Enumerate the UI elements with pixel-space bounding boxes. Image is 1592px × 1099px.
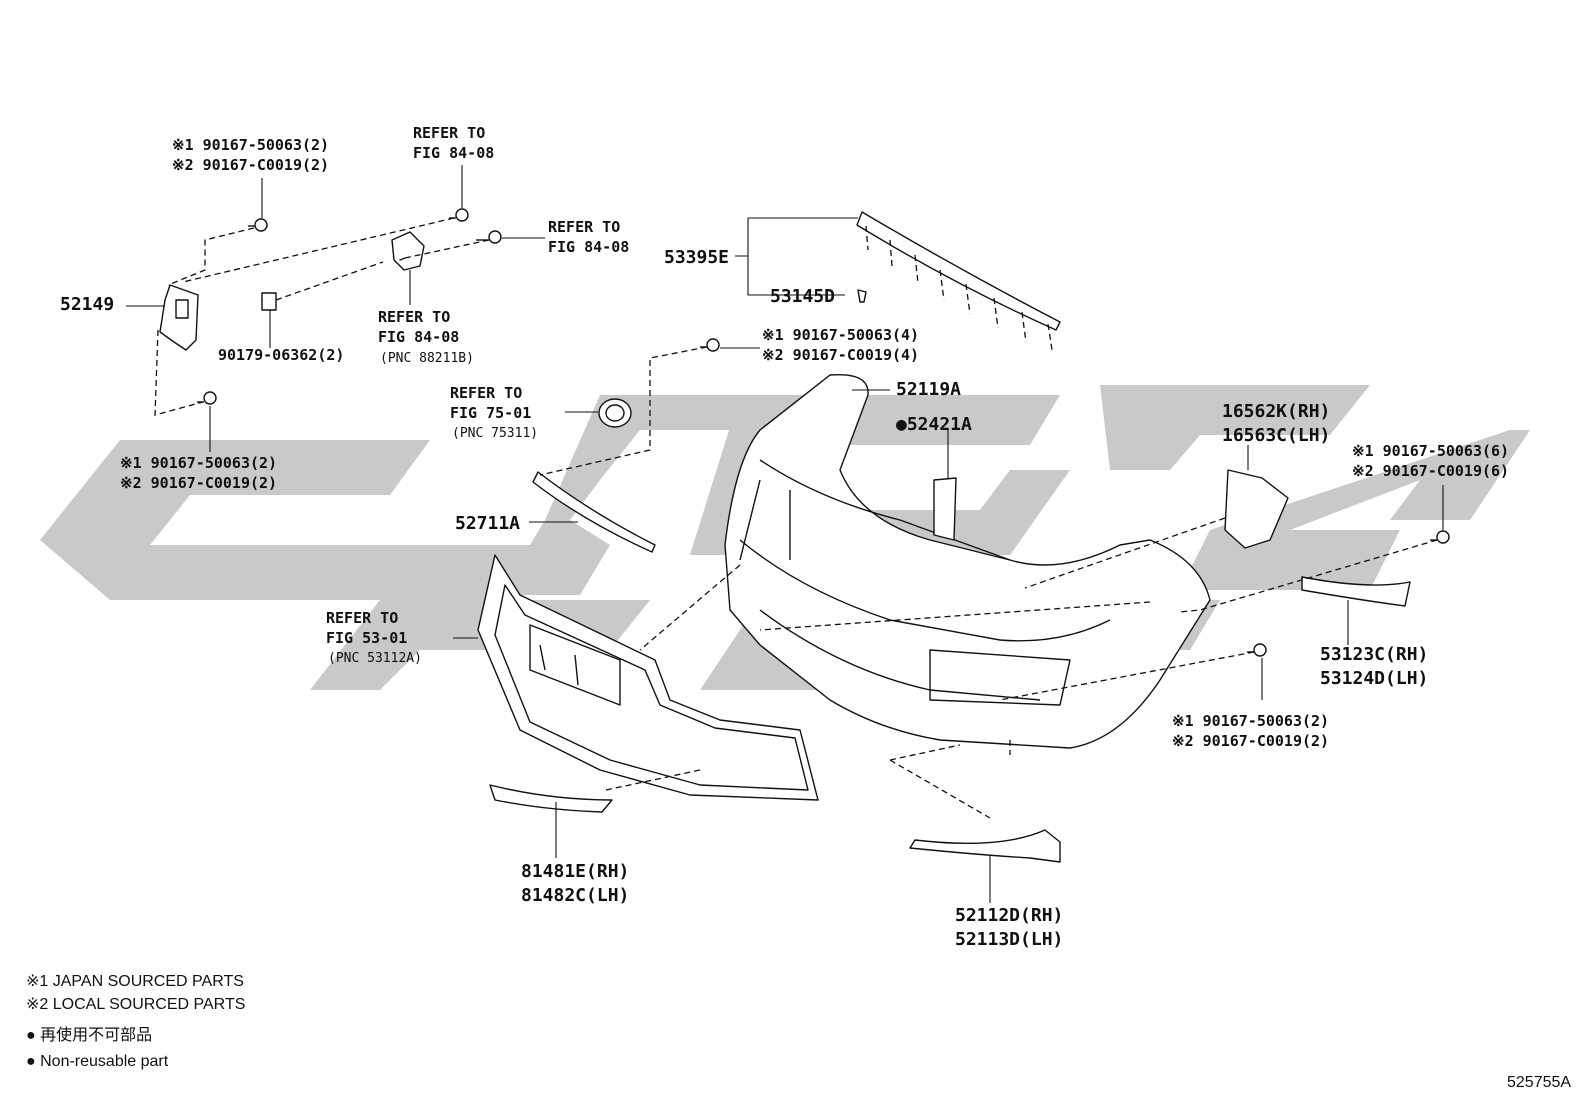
label-90179: 90179-06362(2) (218, 346, 344, 364)
label-bolt-right-2: ※2 90167-C0019(6) (1352, 462, 1509, 480)
label-53124D: 53124D(LH) (1320, 668, 1428, 689)
legend-japan: ※1 JAPAN SOURCED PARTS (26, 973, 244, 990)
legend-nonreuse-en: ● Non-reusable part (26, 1053, 169, 1070)
label-bolt-mid-2: ※2 90167-C0019(4) (762, 346, 919, 364)
label-refer-right-1: REFER TO (548, 218, 620, 236)
bolt-icon (1430, 530, 1450, 544)
label-16562K: 16562K(RH) (1222, 401, 1330, 422)
label-bolt-lower-1: ※1 90167-50063(2) (1172, 712, 1329, 730)
assembly-lines (154, 217, 1438, 819)
lower-trims (489, 469, 1411, 863)
label-bolt-mid-1: ※1 90167-50063(4) (762, 326, 919, 344)
legend-nonreuse-jp: ● 再使用不可部品 (26, 1026, 152, 1044)
label-81481E: 81481E(RH) (521, 861, 629, 882)
label-52113D: 52113D(LH) (955, 929, 1063, 950)
bolt-icon (1247, 643, 1267, 657)
label-52149: 52149 (60, 294, 114, 315)
label-52421A: ●52421A (896, 414, 972, 435)
upper-moulding-53395E (856, 211, 1061, 351)
legend-local: ※2 LOCAL SOURCED PARTS (26, 996, 245, 1013)
label-refer-right-2: FIG 84-08 (548, 238, 629, 256)
label-53395E: 53395E (664, 247, 729, 268)
label-bolt-bot-1: ※1 90167-50063(2) (120, 454, 277, 472)
label-bolt-bot-2: ※2 90167-C0019(2) (120, 474, 277, 492)
label-refer-mid-2: FIG 84-08 (378, 328, 459, 346)
label-pnc-53112A: (PNC 53112A) (328, 651, 422, 666)
label-53123C: 53123C(RH) (1320, 644, 1428, 665)
sensor-bracket (391, 231, 425, 271)
label-refer-mid-1: REFER TO (378, 308, 450, 326)
bracket-52149 (159, 284, 277, 351)
label-pnc-75311: (PNC 75311) (452, 426, 538, 441)
bolt-icon (248, 218, 268, 232)
bolt-icon (197, 391, 217, 405)
leader-lines (126, 165, 1444, 903)
label-53145D: 53145D (770, 286, 835, 307)
label-refer-5301-1: REFER TO (326, 609, 398, 627)
bolt-icons (197, 208, 1450, 657)
grille (477, 554, 819, 801)
label-refer-7501-2: FIG 75-01 (450, 404, 531, 422)
part-labels: ※1 90167-50063(2) ※2 90167-C0019(2) REFE… (60, 124, 1509, 950)
label-pnc-88211B: (PNC 88211B) (380, 351, 474, 366)
label-refer-7501-1: REFER TO (450, 384, 522, 402)
label-refer-top-1: REFER TO (413, 124, 485, 142)
moulding-52711A (532, 471, 656, 553)
bolt-icon (476, 230, 502, 244)
label-bolt-right-1: ※1 90167-50063(6) (1352, 442, 1509, 460)
label-16563C: 16563C(LH) (1222, 425, 1330, 446)
label-52119A: 52119A (896, 379, 961, 400)
emblem (598, 398, 632, 428)
label-refer-top-2: FIG 84-08 (413, 144, 494, 162)
figure-id: 525755A (1507, 1074, 1571, 1091)
label-bolt-lower-2: ※2 90167-C0019(2) (1172, 732, 1329, 750)
bolt-icon (449, 208, 469, 222)
bolt-icon (700, 338, 720, 352)
label-52711A: 52711A (455, 513, 520, 534)
legend: ※1 JAPAN SOURCED PARTS ※2 LOCAL SOURCED … (26, 973, 245, 1070)
label-bolt-top-2: ※2 90167-C0019(2) (172, 156, 329, 174)
label-52112D: 52112D(RH) (955, 905, 1063, 926)
label-bolt-top-1: ※1 90167-50063(2) (172, 136, 329, 154)
bumper-cover-52119A (724, 373, 1211, 749)
label-81482C: 81482C(LH) (521, 885, 629, 906)
label-refer-5301-2: FIG 53-01 (326, 629, 407, 647)
